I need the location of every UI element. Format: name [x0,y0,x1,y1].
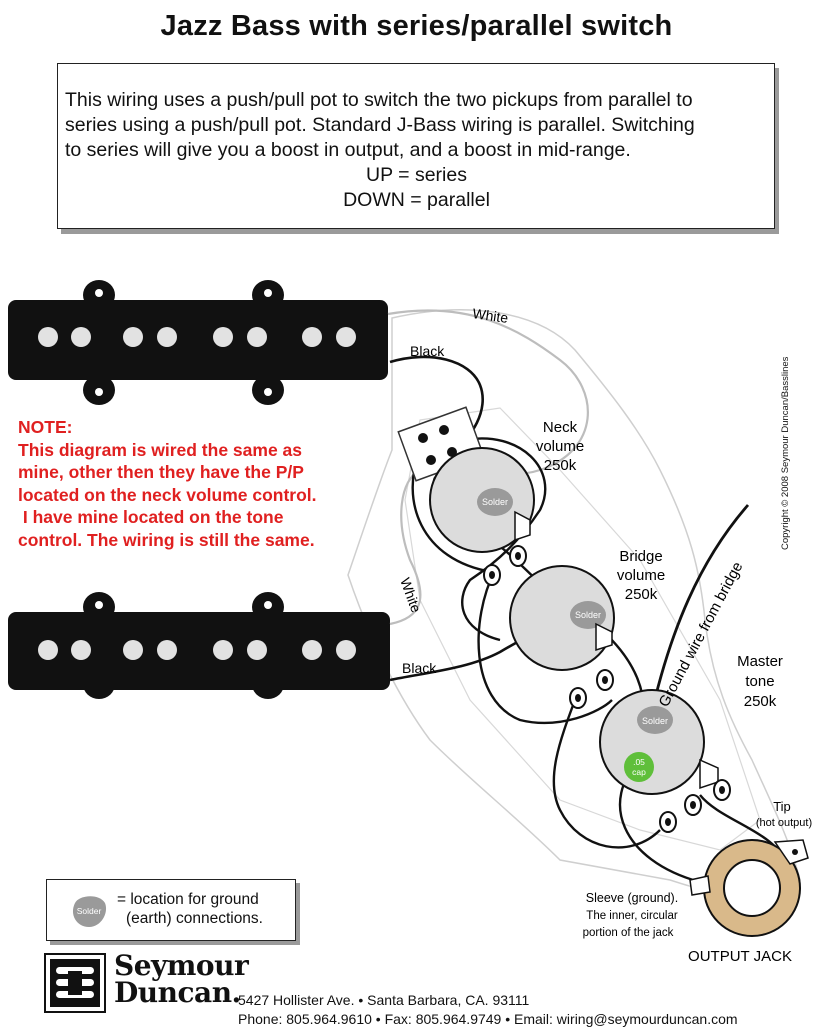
tip-label: (hot output) [756,817,812,829]
master-tone-pot [599,689,731,833]
tone-label: tone [745,673,774,690]
note-line: mine, other then they have the P/P [18,462,304,482]
solder-point-label: Solder [575,610,601,620]
brand-line: Seymour [114,949,249,982]
bridge-pickup [8,592,390,699]
ground-wire-label: Ground wire from bridge [656,559,747,710]
bridge-volume-label: 250k [625,586,658,603]
note-line: control. The wiring is still the same. [18,529,315,550]
black-wire-label: Black [402,660,437,676]
note-line: This diagram is wired the same as [18,439,302,460]
down-parallel-text: DOWN = parallel [343,189,490,211]
solder-point-label: Solder [482,497,508,507]
copyright-text: Copyright © 2008 Seymour Duncan/Bassline… [780,356,791,550]
tip-label: Tip [773,799,791,814]
tone-capacitor [624,752,654,782]
white-wire-label: White [472,305,510,326]
bridge-volume-label: volume [617,567,665,584]
legend-text: = location for ground (earth) connection… [117,890,263,928]
sleeve-label: The inner, circular [586,910,678,922]
tone-label: Master [737,653,783,670]
tone-label: 250k [744,693,777,710]
vol-to-tone-wire [552,699,661,849]
legend-solder-label: Solder [77,906,102,916]
note-block: NOTE: This diagram is wired the same as … [18,416,378,551]
solder-legend: Solder = location for ground (earth) con… [46,879,296,941]
sleeve-label: portion of the jack [583,927,674,939]
legend-line: = location for ground [117,891,259,908]
neck-volume-pot [429,447,535,586]
solder-blob-icon: Solder [72,896,107,927]
black-wire-label: Black [410,343,445,359]
brand-name: Seymour Duncan. [114,949,249,1009]
description-line: to series will give you a boost in outpu… [65,139,631,161]
seymour-duncan-logo-icon [44,953,106,1013]
ground-wire-from-bridge [648,504,750,721]
bridge-volume-label: Bridge [619,548,662,565]
description-line: series using a push/pull pot. Standard J… [65,114,695,136]
description-line: This wiring uses a push/pull pot to swit… [65,89,693,111]
note-line: I have mine located on the tone [18,507,284,527]
brand-line: Duncan. [114,976,241,1009]
output-jack-label: OUTPUT JACK [688,948,792,965]
description-box: This wiring uses a push/pull pot to swit… [57,63,775,229]
contact-line: Phone: 805.964.9610 • Fax: 805.964.9749 … [238,1011,738,1027]
cap-label: cap [632,767,646,777]
note-line: located on the neck volume control. [18,484,317,505]
neck-volume-label: Neck [543,419,578,436]
solder-point-label: Solder [642,716,668,726]
neck-pickup [8,280,388,405]
neck-volume-label: 250k [544,457,577,474]
output-jack [689,839,809,937]
page-title: Jazz Bass with series/parallel switch [160,10,673,42]
bridge-volume-pot [509,565,615,709]
neck-volume-label: volume [536,438,584,455]
note-heading: NOTE: [18,417,73,437]
legend-line: (earth) connections. [126,910,263,927]
cap-label: .05 [633,757,645,767]
pot-link-wire [477,569,613,725]
up-series-text: UP = series [366,164,467,186]
address-line: 5427 Hollister Ave. • Santa Barbara, CA.… [238,992,530,1008]
contact-address: 5427 Hollister Ave. • Santa Barbara, CA.… [238,991,738,1029]
sleeve-label: Sleeve (ground). [586,891,678,905]
